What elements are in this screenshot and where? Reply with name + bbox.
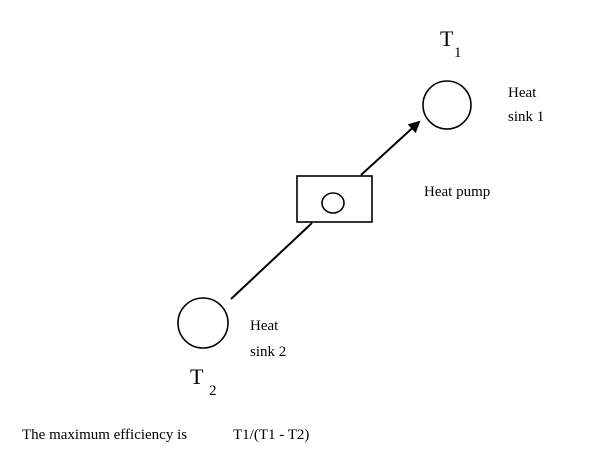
heat-sink-1-label-line2: sink 1 xyxy=(508,109,544,125)
heat-sink-2-circle xyxy=(177,297,229,349)
efficiency-formula: T1/(T1 - T2) xyxy=(233,427,309,443)
efficiency-statement: The maximum efficiency is xyxy=(22,427,187,443)
upper-flow-arrow xyxy=(360,120,421,176)
t2-subscript: 2 xyxy=(209,383,217,399)
heat-pump-inner-circle xyxy=(321,192,345,214)
heat-sink-2-label-line2: sink 2 xyxy=(250,344,286,360)
t1-subscript: 1 xyxy=(454,45,462,61)
heat-pump-label: Heat pump xyxy=(424,184,490,200)
heat-pump-box xyxy=(296,175,373,223)
t1-label: T xyxy=(440,26,454,51)
t2-label: T xyxy=(190,364,204,389)
lower-flow-line xyxy=(230,222,313,300)
heat-sink-2-label-line1: Heat xyxy=(250,318,279,334)
heat-sink-1-label-line1: Heat xyxy=(508,85,537,101)
heat-sink-1-circle xyxy=(422,80,472,130)
